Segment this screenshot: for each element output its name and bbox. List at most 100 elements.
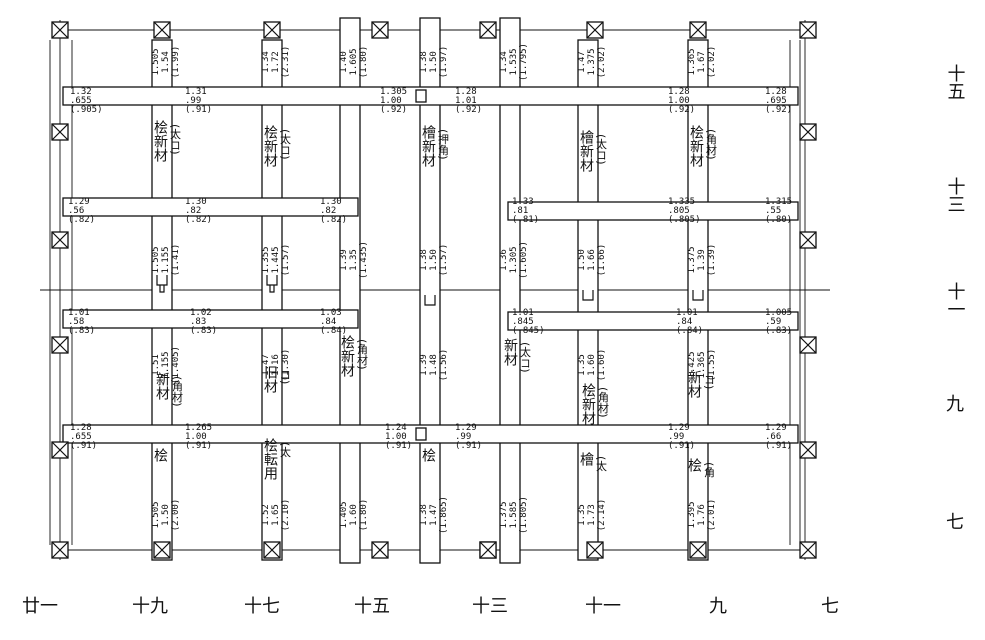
- beam-note-value: .58: [68, 317, 84, 327]
- beam-note-value: 1.28: [765, 87, 787, 97]
- beam-note-value: 1.00: [380, 96, 402, 106]
- right-label-7: 七: [946, 512, 964, 533]
- post-marker: [689, 541, 707, 559]
- column-note-value: (2.01): [707, 499, 717, 532]
- material-label: 桧: [152, 448, 168, 462]
- column-note-value: (1.795): [519, 43, 529, 81]
- column-note-value: (1.30): [281, 349, 291, 382]
- post-marker: [799, 336, 817, 354]
- beam-note: 1.03.84(.84): [320, 308, 347, 336]
- right-label-13: 十三: [945, 177, 966, 213]
- column-note-value: 1.505: [151, 48, 161, 75]
- bottom-label-15: 十五: [354, 596, 390, 617]
- bottom-label-7: 七: [821, 596, 839, 617]
- column-note-value: 1.73: [587, 504, 597, 526]
- beam-note-value: 1.29: [68, 197, 90, 207]
- beam-note-value: (.91): [455, 441, 482, 451]
- joint-marks: [156, 89, 704, 441]
- beam-note: 1.005.59(.83): [765, 308, 792, 336]
- beam-note-value: .655: [70, 96, 92, 106]
- beam-note-value: 1.00: [185, 432, 207, 442]
- beam-note: 1.29.56(.82): [68, 197, 95, 225]
- beam-note-value: 1.24: [385, 423, 407, 433]
- column-note-value: 1.38: [419, 51, 429, 73]
- material-label-main: 桧: [686, 458, 702, 472]
- column-note-value: (1.66): [597, 244, 607, 277]
- beam-note: 1.335.805(.805): [668, 197, 701, 225]
- material-label: 桧(角: [686, 458, 716, 478]
- material-label-main: 旧材: [262, 365, 278, 393]
- column-note-value: 1.375: [687, 246, 697, 273]
- beam-note-value: (.92): [765, 105, 792, 115]
- post-marker: [263, 541, 281, 559]
- material-label-sub: (太: [595, 456, 608, 472]
- column-note-value: (2.00): [171, 499, 181, 532]
- beam-note-value: .99: [185, 96, 201, 106]
- post-marker: [799, 441, 817, 459]
- beam-note-value: 1.32: [70, 87, 92, 97]
- right-label-9: 九: [946, 394, 964, 415]
- material-label-sub: (太コ): [519, 342, 532, 373]
- column-note-value: 1.65: [271, 504, 281, 526]
- material-label: 桧新材(角材): [688, 125, 718, 167]
- beam-note-value: (.92): [455, 105, 482, 115]
- beam-note-value: .99: [668, 432, 684, 442]
- beam-note: 1.281.01(.92): [455, 87, 482, 115]
- beam-note: 1.01.845(.845): [512, 308, 545, 336]
- column-note-value: 1.47: [261, 354, 271, 376]
- column-note-value: 1.155: [161, 246, 171, 273]
- column-note-value: (2.14): [597, 499, 607, 532]
- post-marker: [153, 21, 171, 39]
- beam-note-value: (.82): [68, 215, 95, 225]
- column-note-value: (1.41): [171, 244, 181, 277]
- beam-note-value: .695: [765, 96, 787, 106]
- bottom-label-17: 十七: [244, 596, 280, 617]
- material-label-main: 桧新材: [339, 335, 355, 377]
- beam-note-value: 1.00: [668, 96, 690, 106]
- bottom-label-13: 十三: [472, 596, 508, 617]
- column-note-value: 1.535: [509, 48, 519, 75]
- column-note-value: (1.55): [707, 349, 717, 382]
- post-marker: [689, 21, 707, 39]
- beam-note-value: (.83): [190, 326, 217, 336]
- beam-note: 1.02.83(.83): [190, 308, 217, 336]
- material-label-main: 檜新材: [420, 124, 436, 167]
- material-label-sub: (太コ): [595, 134, 608, 165]
- beam-note-value: .805: [668, 206, 690, 216]
- column-note-value: 1.39: [419, 354, 429, 376]
- beam-note-value: (.91): [185, 441, 212, 451]
- beam-note: 1.29.66(.91): [765, 423, 792, 451]
- column-note-value: 1.585: [509, 501, 519, 528]
- bottom-axis-labels: 廿一 十九 十七 十五 十三 十一 九 七: [22, 596, 839, 617]
- post-marker: [586, 541, 604, 559]
- beam-note-value: (.92): [668, 105, 695, 115]
- post-marker: [51, 123, 69, 141]
- beam-note: 1.315.55(.80): [765, 197, 792, 225]
- material-label-sub: コ): [279, 369, 292, 384]
- beam-note: 1.01.58(.83): [68, 308, 95, 336]
- post-marker: [799, 541, 817, 559]
- beam-note-value: 1.28: [70, 423, 92, 433]
- column-note-value: 1.76: [697, 504, 707, 526]
- beam-note-value: .655: [70, 432, 92, 442]
- beam-note-value: (.845): [512, 326, 545, 336]
- material-label: 檜(太: [578, 451, 608, 472]
- beam-note-value: 1.00: [385, 432, 407, 442]
- beam-note-value: 1.01: [676, 308, 698, 318]
- material-label: 桧新材(角材): [339, 335, 369, 377]
- beam-13-right: [507, 201, 799, 221]
- beam-note-value: 1.33: [512, 197, 534, 207]
- beam-13-left: [62, 197, 359, 217]
- post-marker: [586, 21, 604, 39]
- beam-note-value: 1.03: [320, 308, 342, 318]
- material-label-main: 桧: [152, 448, 168, 462]
- beam-note-value: 1.30: [185, 197, 207, 207]
- column-note-value: (1.435): [359, 241, 369, 279]
